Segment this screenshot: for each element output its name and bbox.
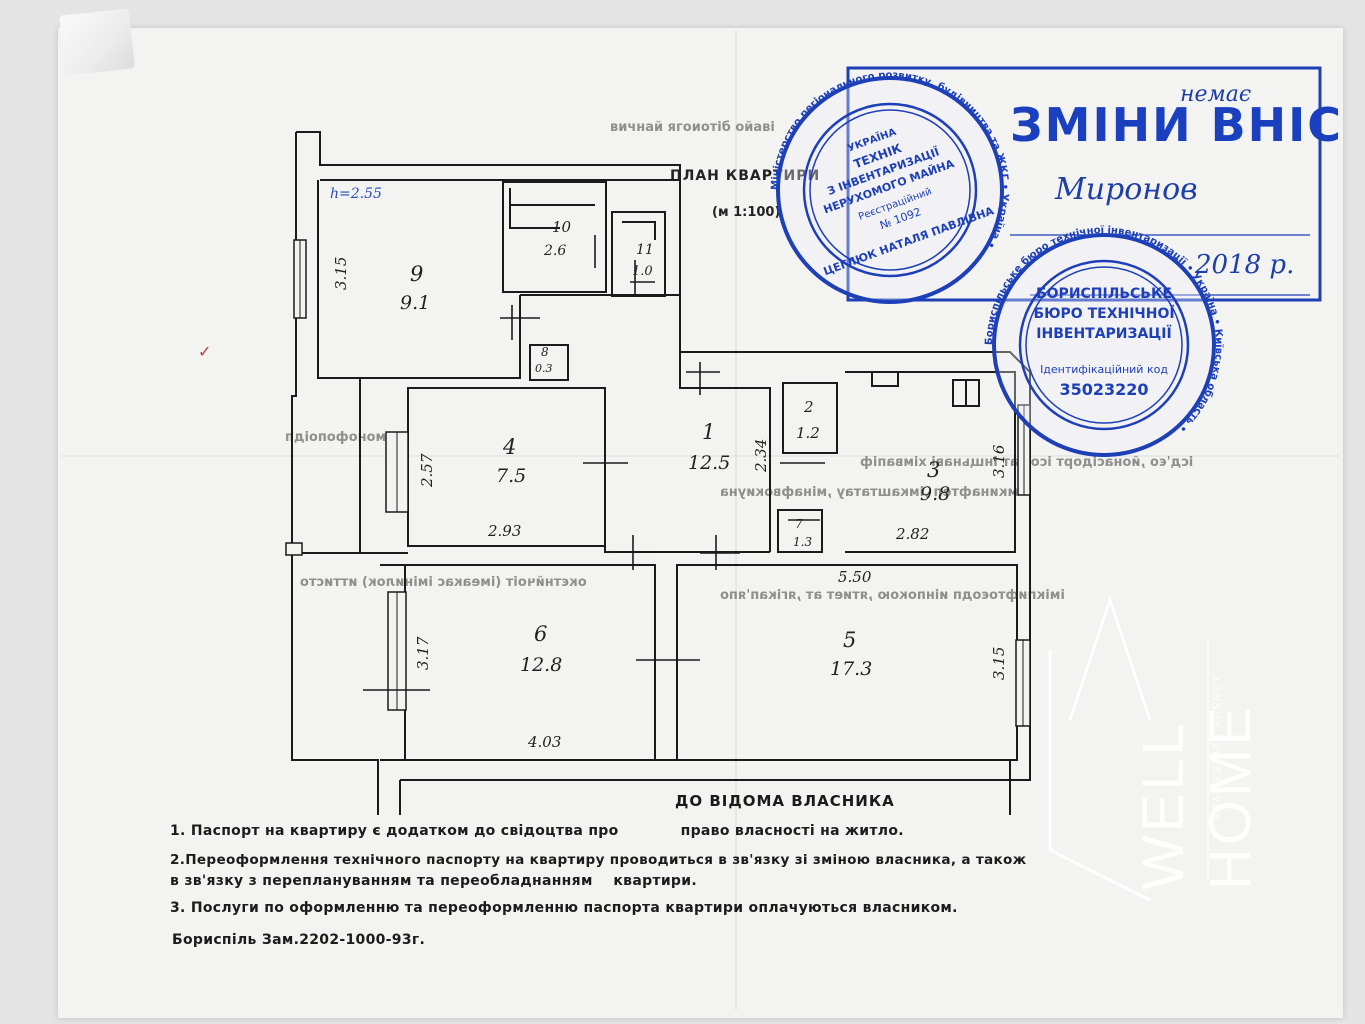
room-2-number: 2 bbox=[804, 398, 814, 416]
room-9-number: 9 bbox=[410, 262, 424, 286]
ceiling-height: h=2.55 bbox=[330, 186, 382, 202]
room-7-area: 1.3 bbox=[793, 535, 813, 549]
room-4-number: 4 bbox=[503, 435, 517, 459]
document-sheet bbox=[58, 28, 1343, 1018]
stamp2-line-5: 35023220 bbox=[1059, 380, 1148, 399]
stamp2-line-4: Ідентифікаційний код bbox=[1040, 363, 1168, 376]
dim-2-82: 2.82 bbox=[896, 525, 930, 543]
room-11-number: 11 bbox=[636, 242, 654, 258]
notice-item-2: 2.Переоформлення технічного паспорту на … bbox=[170, 852, 1027, 868]
room-6-area: 12.8 bbox=[520, 654, 563, 676]
dim-2-93: 2.93 bbox=[488, 522, 522, 540]
dim-4-03: 4.03 bbox=[528, 733, 562, 751]
round-stamp-bureau bbox=[992, 233, 1216, 457]
room-10-area: 2.6 bbox=[544, 243, 567, 259]
room-3-area: 9.8 bbox=[920, 483, 951, 505]
box-stamp bbox=[846, 66, 1322, 302]
notice-item-3: 3. Послуги по оформленню та переоформлен… bbox=[170, 900, 958, 916]
room-1-number: 1 bbox=[702, 420, 716, 444]
room-8-number: 8 bbox=[541, 345, 549, 359]
handwritten-name: Миронов bbox=[1055, 172, 1198, 207]
notice-item-2-cont: в зв'язку з переплануванням та переоблад… bbox=[170, 873, 697, 889]
room-10-number: 10 bbox=[552, 218, 572, 236]
pen-mark: ✓ bbox=[198, 342, 212, 361]
room-5-number: 5 bbox=[843, 628, 857, 652]
stamp2-line-3: ІНВЕНТАРИЗАЦІЇ bbox=[1036, 325, 1171, 342]
notice-title: ДО ВІДОМА ВЛАСНИКА bbox=[675, 792, 895, 810]
stamp2-line-2: БЮРО ТЕХНІЧНОЇ bbox=[1033, 305, 1174, 322]
plan-scale: (м 1:100) bbox=[712, 205, 781, 220]
room-3-number: 3 bbox=[927, 458, 941, 482]
watermark-tagline: REAL ESTATE AGENCY bbox=[1212, 673, 1223, 820]
room-9-area: 9.1 bbox=[400, 292, 431, 314]
handwritten-note: немає bbox=[1180, 82, 1252, 107]
room-4-area: 7.5 bbox=[496, 465, 527, 487]
handwritten-date: 2018 р. bbox=[1195, 250, 1295, 280]
round-stamp-technician bbox=[776, 76, 1004, 304]
print-footer: Бориспіль Зам.2202-1000-93г. bbox=[172, 932, 426, 948]
room-11-area: 1.0 bbox=[632, 264, 653, 279]
fold-line-horizontal bbox=[60, 455, 1340, 457]
plan-title: ПЛАН КВАРТИРИ bbox=[670, 168, 821, 184]
fold-line-vertical bbox=[735, 30, 737, 1010]
room-6-number: 6 bbox=[534, 622, 548, 646]
notice-item-1: 1. Паспорт на квартиру є додатком до сві… bbox=[170, 823, 904, 839]
room-8-area: 0.3 bbox=[535, 362, 553, 375]
wellhome-logo bbox=[1048, 595, 1152, 902]
room-1-area: 12.5 bbox=[688, 452, 731, 474]
room-7-number: 7 bbox=[795, 517, 803, 531]
stamp2-line-1: БОРИСПІЛЬСЬКЕ bbox=[1036, 286, 1172, 302]
room-5-area: 17.3 bbox=[830, 658, 873, 680]
room-2-area: 1.2 bbox=[796, 424, 820, 442]
ghost-text: вичнай ягоиотіб ойаві bbox=[610, 120, 775, 135]
watermark-brand: WELL HOME bbox=[1131, 704, 1263, 890]
box-stamp-title: ЗМІНИ ВНІС bbox=[1010, 98, 1344, 152]
dim-5-50: 5.50 bbox=[838, 568, 872, 586]
